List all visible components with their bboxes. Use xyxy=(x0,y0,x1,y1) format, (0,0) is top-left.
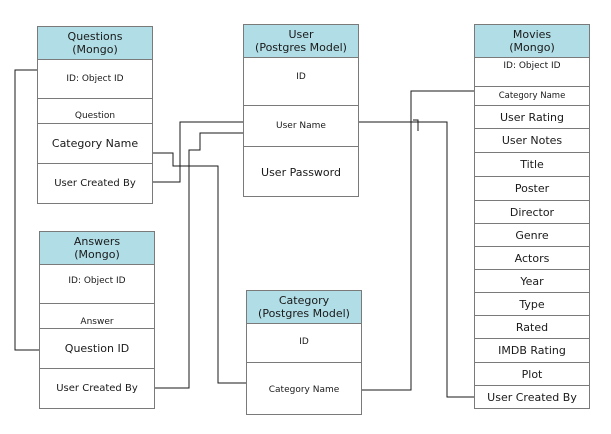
answers-title: Answers xyxy=(73,235,121,248)
questions-field-question[interactable]: Question xyxy=(38,98,152,123)
user-field-user-name[interactable]: User Name xyxy=(244,105,358,146)
movies-field-type[interactable]: Type xyxy=(475,292,589,315)
answers-subtitle: (Mongo) xyxy=(74,248,120,261)
category-field-id[interactable]: ID xyxy=(299,337,309,347)
movies-subtitle: (Mongo) xyxy=(509,41,555,54)
connector-category-movies xyxy=(362,90,475,391)
category-header: Category (Postgres Model) xyxy=(247,291,361,324)
questions-title: Questions xyxy=(67,30,123,43)
questions-field-user-created-by[interactable]: User Created By xyxy=(38,163,152,203)
user-header: User (Postgres Model) xyxy=(244,25,358,58)
user-field-id[interactable]: ID xyxy=(296,72,306,82)
user-field-user-password[interactable]: User Password xyxy=(244,146,358,196)
questions-field-category-name[interactable]: Category Name xyxy=(38,123,152,163)
connector-jumper xyxy=(413,119,419,131)
answers-entity[interactable]: Answers (Mongo) ID: Object ID Answer Que… xyxy=(39,231,155,409)
movies-field-title[interactable]: Title xyxy=(475,152,589,176)
movies-field-user-rating[interactable]: User Rating xyxy=(475,105,589,128)
category-field-category-name[interactable]: Category Name xyxy=(247,362,361,414)
movies-field-poster[interactable]: Poster xyxy=(475,176,589,200)
user-entity[interactable]: User (Postgres Model) ID User Name User … xyxy=(243,24,359,197)
movies-field-actors[interactable]: Actors xyxy=(475,246,589,269)
answers-field-id[interactable]: ID: Object ID xyxy=(68,276,126,286)
category-title: Category xyxy=(278,294,330,307)
answers-field-answer[interactable]: Answer xyxy=(40,303,154,328)
answers-header: Answers (Mongo) xyxy=(40,232,154,265)
connector-user-movies xyxy=(358,121,475,398)
questions-entity[interactable]: Questions (Mongo) ID: Object ID Question… xyxy=(37,26,153,204)
questions-field-id[interactable]: ID: Object ID xyxy=(66,74,124,84)
movies-entity[interactable]: Movies (Mongo) ID: Object ID Category Na… xyxy=(474,24,590,409)
category-entity[interactable]: Category (Postgres Model) ID Category Na… xyxy=(246,290,362,415)
answers-field-user-created-by[interactable]: User Created By xyxy=(40,368,154,408)
movies-header: Movies (Mongo) xyxy=(475,25,589,58)
answers-field-question-id[interactable]: Question ID xyxy=(40,328,154,368)
movies-field-director[interactable]: Director xyxy=(475,200,589,223)
movies-field-genre[interactable]: Genre xyxy=(475,223,589,246)
movies-field-id[interactable]: ID: Object ID xyxy=(503,61,561,71)
user-title: User xyxy=(288,28,314,41)
movies-field-imdb-rating[interactable]: IMDB Rating xyxy=(475,338,589,362)
connector-question-category xyxy=(152,152,247,384)
user-subtitle: (Postgres Model) xyxy=(255,41,347,54)
movies-field-category-name[interactable]: Category Name xyxy=(475,86,589,105)
category-subtitle: (Postgres Model) xyxy=(258,307,350,320)
questions-header: Questions (Mongo) xyxy=(38,27,152,60)
connector-question-user xyxy=(152,121,245,183)
movies-field-user-created-by[interactable]: User Created By xyxy=(475,385,589,408)
movies-field-plot[interactable]: Plot xyxy=(475,362,589,385)
movies-field-user-notes[interactable]: User Notes xyxy=(475,128,589,152)
connector-answer-user xyxy=(154,132,245,389)
movies-field-rated[interactable]: Rated xyxy=(475,315,589,338)
movies-title: Movies xyxy=(512,28,552,41)
movies-field-year[interactable]: Year xyxy=(475,269,589,292)
questions-subtitle: (Mongo) xyxy=(72,43,118,56)
